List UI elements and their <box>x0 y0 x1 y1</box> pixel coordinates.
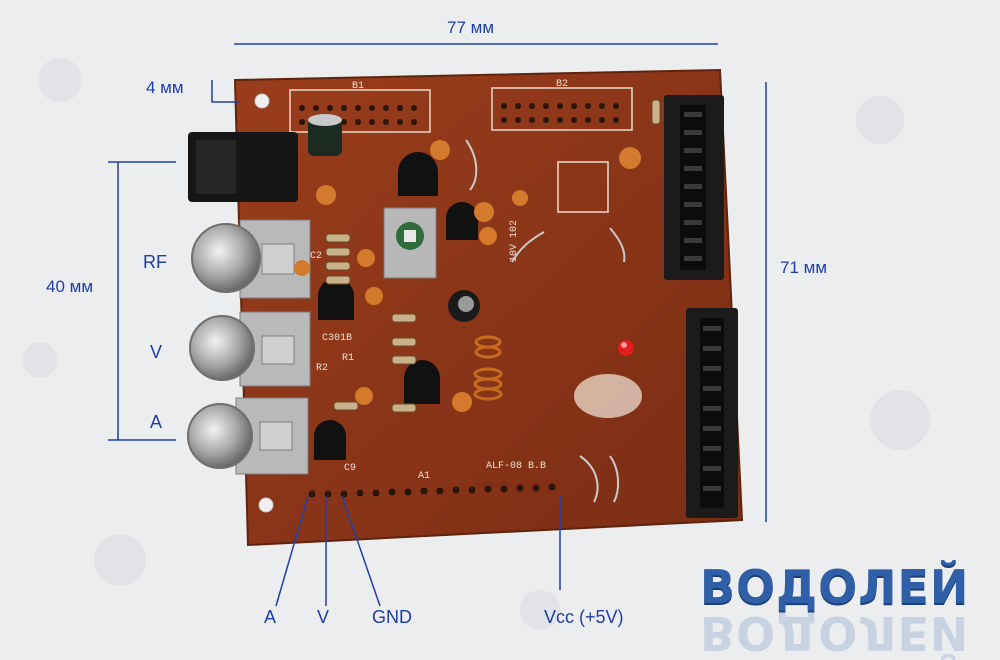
silk-c9: C9 <box>344 463 356 474</box>
resistors <box>325 99 661 413</box>
dimension-lines <box>108 43 767 522</box>
hole-dimension-marker <box>211 80 240 103</box>
silk-a1: A1 <box>418 471 430 482</box>
header-b1-outline <box>289 89 431 133</box>
rca-connector-audio <box>187 397 309 475</box>
connector-span-label: 40 мм <box>46 277 94 296</box>
edge-connector-bottom <box>686 308 738 518</box>
pin-ground-label: GND <box>372 607 412 627</box>
header-b2-outline <box>491 87 633 131</box>
silk-r1: R1 <box>342 353 354 364</box>
optocoupler-clear <box>574 374 642 418</box>
edge-connector-top <box>664 95 724 280</box>
led-red <box>618 340 634 356</box>
watermark-logo: ВОДОЛЕЙ <box>700 560 970 614</box>
width-label: 77 мм <box>447 18 495 37</box>
video-connector-label: V <box>150 342 163 362</box>
rca-connector-rf <box>191 219 311 299</box>
pin-video-label: V <box>317 607 330 627</box>
pin-leader-lines <box>275 495 561 607</box>
silk-b2: B2 <box>556 79 568 90</box>
mounting-hole-bottom <box>258 497 274 513</box>
height-label: 71 мм <box>780 258 828 277</box>
transistors <box>314 152 478 460</box>
mounting-hole-top <box>254 93 270 109</box>
dc-power-jack <box>188 132 298 202</box>
rf-connector-label: RF <box>143 252 167 272</box>
electrolytic-capacitor <box>308 114 342 156</box>
hole-size-label: 4 мм <box>146 78 184 97</box>
silk-c301b: C301B <box>322 333 352 344</box>
wire-jumpers <box>465 139 626 503</box>
pin-vcc-label: Vcc (+5V) <box>544 607 624 627</box>
silk-model: ALF-08 B.B <box>486 461 546 472</box>
audio-connector-label: A <box>150 412 163 432</box>
silk-10v: 10V 102 <box>509 220 520 262</box>
ceramic-capacitors <box>294 140 641 412</box>
silk-b1: B1 <box>352 81 364 92</box>
inductor-coils <box>473 335 503 401</box>
silk-c2: C2 <box>310 251 322 262</box>
silk-r2: R2 <box>316 363 328 374</box>
header-b2-pads <box>501 103 619 123</box>
pin-audio-label: A <box>264 607 277 627</box>
dip-socket-outline <box>557 161 609 213</box>
trimmer-capacitor <box>448 290 480 322</box>
styrofoam-background <box>22 58 930 630</box>
rf-modulator-can <box>383 207 437 279</box>
rca-connector-video <box>189 311 311 387</box>
bottom-pin-header <box>308 483 556 498</box>
